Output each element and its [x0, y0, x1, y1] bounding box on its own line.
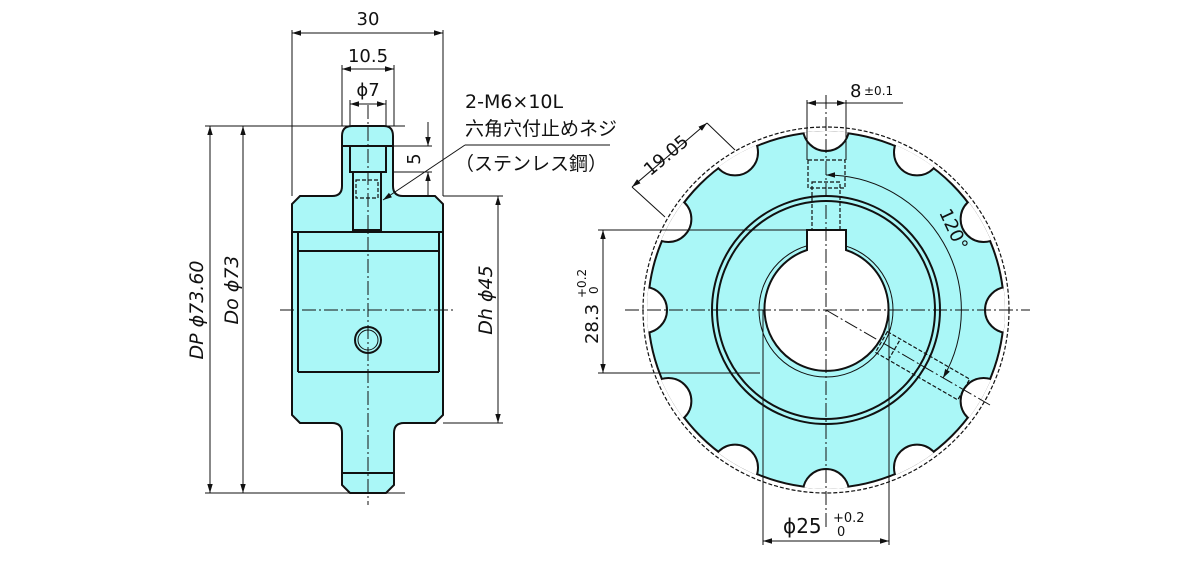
dim-hub-diameter: Dh ϕ45: [475, 265, 497, 334]
dim-width: 30: [357, 9, 380, 30]
tooth-notch: [893, 131, 941, 177]
dim-pitch-diameter: DP ϕ73.60: [186, 260, 208, 359]
callout-line1: 2-M6×10L: [465, 91, 564, 113]
front-view: 8 ±0.1 19.05 120° 28.3 +0.2 0 ϕ25 +0.2 0: [575, 81, 1030, 545]
dim-pitch: 19.05: [640, 131, 693, 180]
dim-bore: ϕ25: [783, 514, 822, 538]
dim-bore-tol-upper: +0.2: [833, 511, 865, 526]
dim-key-height: 28.3: [582, 304, 603, 344]
dim-hole: ϕ7: [356, 80, 379, 101]
side-view: 30 10.5 ϕ7 5 DP ϕ73.60 Do ϕ73 Dh ϕ45 2-M…: [186, 9, 617, 505]
dim-hub-width: 10.5: [348, 46, 388, 67]
tooth-notch: [711, 443, 759, 489]
tooth-notch: [893, 443, 941, 489]
tooth-notch: [711, 131, 759, 177]
dim-depth: 5: [404, 153, 425, 164]
dim-key-height-tol-lower: 0: [587, 286, 601, 294]
tooth-notch: [647, 377, 693, 425]
callout-line2: 六角穴付止めネジ: [465, 118, 617, 140]
dim-key-width-tol: ±0.1: [864, 84, 893, 98]
tooth-notch: [647, 195, 693, 243]
dim-outer-diameter: Do ϕ73: [221, 255, 243, 324]
dim-bore-tol-lower: 0: [837, 525, 845, 540]
dim-key-width: 8: [850, 81, 861, 102]
tooth-notch: [647, 286, 668, 334]
callout-line3: （ステンレス鋼）: [455, 153, 607, 175]
dim-key-height-tol-upper: +0.2: [575, 269, 589, 298]
